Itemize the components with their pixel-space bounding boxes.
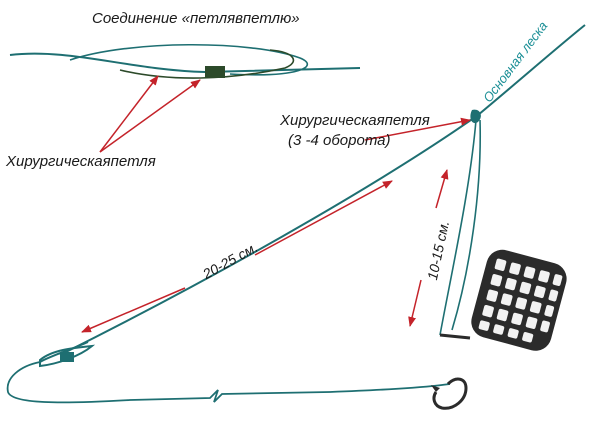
left-label-arrows — [99, 75, 201, 153]
loop-to-loop-connection — [9, 43, 361, 79]
hook-icon — [431, 377, 468, 410]
feeder-loop — [439, 119, 482, 336]
feeder-length-arrow — [408, 169, 449, 327]
feeder-cage-icon — [439, 249, 567, 351]
surgical-loop-knot-icon — [205, 66, 225, 78]
surgical-loop-knot-icon — [60, 352, 74, 362]
right-label-arrow — [364, 117, 471, 141]
loop-to-loop-label: Соединение «петлявпетлю» — [92, 10, 300, 27]
surgical-loop-knot-icon — [470, 109, 481, 124]
surgical-loop-left-label: Хирургическаяпетля — [6, 153, 156, 170]
surgical-loop-right-sublabel: (3 -4 оборота) — [288, 132, 391, 149]
main-line — [59, 24, 586, 356]
leader-length-arrow — [81, 180, 393, 333]
leader-line — [6, 341, 451, 404]
surgical-loop-right-label: Хирургическаяпетля — [280, 112, 430, 129]
